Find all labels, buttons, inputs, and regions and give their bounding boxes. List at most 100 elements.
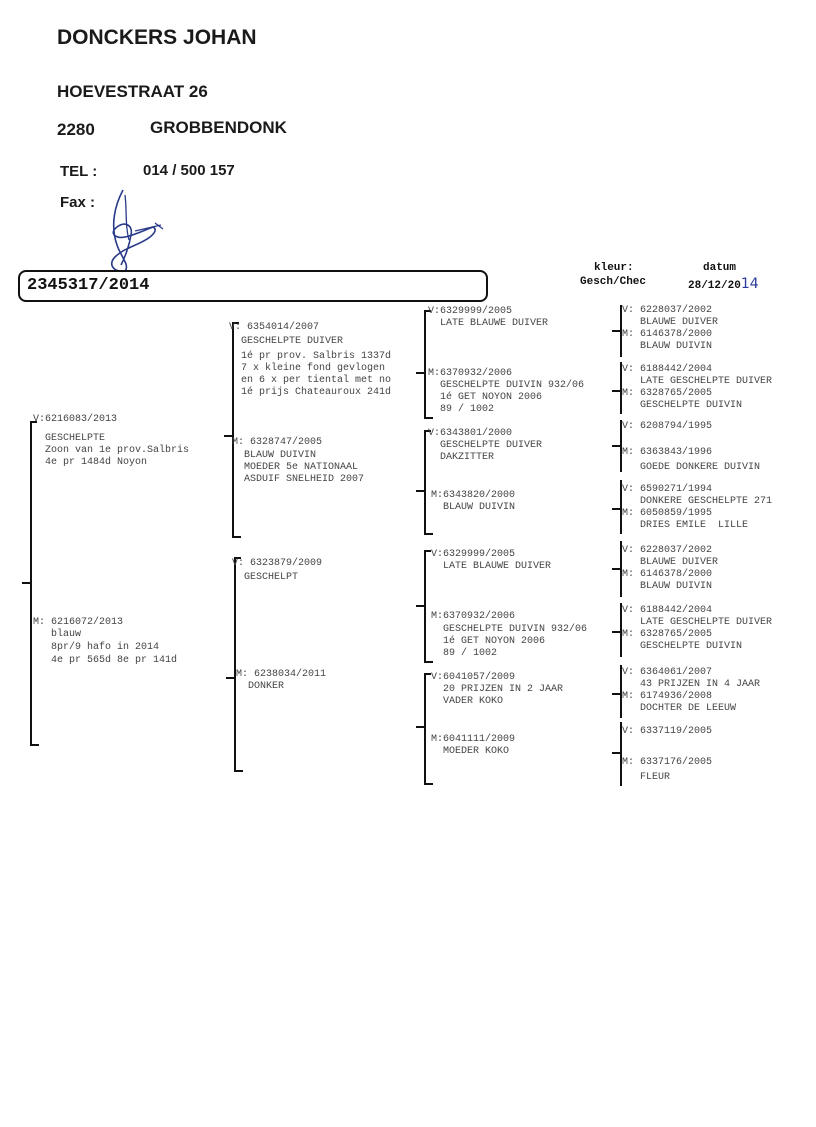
gen3-ancestor-info: 1é GET NOYON 2006	[431, 636, 546, 647]
bracket-tick	[232, 322, 239, 324]
gen4-ancestors-info: BLAUWE DUIVER	[622, 317, 719, 328]
bracket-line	[620, 420, 622, 472]
bracket-line	[620, 603, 622, 657]
gen4-ancestors-info: M: 6146378/2000	[622, 569, 713, 580]
gen4-ancestors-info: GESCHELPTE DUIVIN	[622, 400, 743, 411]
bracket-connector	[416, 605, 424, 607]
gen4-ancestors-ring: V: 6208794/1995	[622, 421, 713, 432]
gen3-ancestor-ring: V:6329999/2005	[428, 306, 513, 317]
fax-label: Fax :	[60, 194, 96, 211]
dam-info: 8pr/9 hafo in 2014	[33, 642, 160, 653]
gen4-ancestors-ring: V: 6228037/2002	[622, 305, 713, 316]
gen4-ancestors-info: 43 PRIJZEN IN 4 JAAR	[622, 679, 761, 690]
bracket-connector	[612, 752, 620, 754]
gen3-ancestor-info: 1é GET NOYON 2006	[428, 392, 543, 403]
bracket-connector	[612, 568, 620, 570]
gen4-ancestors-ring: V: 6228037/2002	[622, 545, 713, 556]
gen3-ancestor-info: GESCHELPTE DUIVIN 932/06	[428, 380, 585, 391]
gen4-ancestors-info: M: 6328765/2005	[622, 388, 713, 399]
gen4-ancestors-info: GESCHELPTE DUIVIN	[622, 641, 743, 652]
sire-info: 4e pr 1484d Noyon	[33, 457, 148, 468]
bracket-line	[620, 480, 622, 534]
gen4-ancestors-ring: V: 6337119/2005	[622, 726, 713, 737]
bracket-tick	[424, 430, 431, 432]
date-label: datum	[703, 262, 737, 274]
gen4-ancestors-info: BLAUW DUIVIN	[622, 341, 713, 352]
bracket-connector	[612, 693, 620, 695]
tel-number: 014 / 500 157	[143, 162, 235, 179]
sire-dam-info: MOEDER 5e NATIONAAL	[232, 462, 359, 473]
bracket-connector	[612, 508, 620, 510]
bracket-tick	[424, 783, 433, 785]
sire-ring: V:6216083/2013	[33, 414, 118, 425]
bracket-connector	[416, 372, 424, 374]
gen4-ancestors-info: DOCHTER DE LEEUW	[622, 703, 737, 714]
gen4-ancestors-info: M: 6174936/2008	[622, 691, 713, 702]
bracket-line	[620, 665, 622, 718]
owner-street: HOEVESTRAAT 26	[57, 82, 208, 101]
bracket-tick	[30, 744, 39, 746]
bracket-line	[424, 310, 426, 419]
gen4-ancestors-info: DRIES EMILE LILLE	[622, 520, 749, 531]
bracket-line	[424, 550, 426, 663]
gen3-ancestor-info: MOEDER KOKO	[431, 746, 510, 757]
bracket-connector	[224, 435, 232, 437]
dam-ring: M: 6216072/2013	[33, 617, 124, 628]
gen4-ancestors-info: M: 6328765/2005	[622, 629, 713, 640]
bracket-tick	[30, 421, 37, 423]
sire-info: GESCHELPTE	[33, 433, 106, 444]
gen3-ancestor-info: GESCHELPTE DUIVIN 932/06	[431, 624, 588, 635]
gen4-ancestors-info: M: 6337176/2005	[622, 757, 713, 768]
bracket-tick	[424, 310, 431, 312]
date-handwritten: 14	[740, 276, 759, 292]
gen3-ancestor-ring: V:6041057/2009	[431, 672, 516, 683]
gen3-ancestor-info: LATE BLAUWE DUIVER	[431, 561, 552, 572]
sire-sire-info: 1é prijs Chateauroux 241d	[229, 387, 392, 398]
gen3-ancestor-ring: M:6041111/2009	[431, 734, 516, 745]
gen4-ancestors-info: DONKERE GESCHELPTE 271	[622, 496, 773, 507]
owner-city: GROBBENDONK	[150, 118, 287, 137]
date-printed: 28/12/20	[688, 280, 741, 292]
bracket-tick	[424, 417, 433, 419]
owner-name: DONCKERS JOHAN	[57, 26, 257, 49]
gen4-ancestors-info: BLAUW DUIVIN	[622, 581, 713, 592]
gen3-ancestor-ring: M:6370932/2006	[428, 368, 513, 379]
gen4-ancestors-info: M: 6050859/1995	[622, 508, 713, 519]
bracket-connector	[612, 390, 620, 392]
dam-dam-info: DONKER	[236, 681, 285, 692]
color-label: kleur:	[594, 262, 634, 274]
sire-info: Zoon van 1e prov.Salbris	[33, 445, 190, 456]
gen4-ancestors-info: M: 6146378/2000	[622, 329, 713, 340]
bracket-connector	[612, 445, 620, 447]
bracket-line	[620, 722, 622, 786]
gen3-ancestor-info: 20 PRIJZEN IN 2 JAAR	[431, 684, 564, 695]
bracket-connector	[22, 582, 30, 584]
color-value: Gesch/Chec	[580, 276, 647, 288]
gen3-ancestor-ring: M:6370932/2006	[431, 611, 516, 622]
gen4-ancestors-info: LATE GESCHELPTE DUIVER	[622, 617, 773, 628]
bracket-line	[232, 322, 234, 538]
bracket-tick	[234, 557, 241, 559]
gen4-ancestors-info: BLAUWE DUIVER	[622, 557, 719, 568]
bracket-connector	[226, 677, 234, 679]
gen3-ancestor-ring: V:6343801/2000	[428, 428, 513, 439]
bracket-line	[620, 362, 622, 414]
bracket-tick	[424, 673, 431, 675]
gen4-ancestors-ring: V: 6188442/2004	[622, 605, 713, 616]
tel-label: TEL :	[60, 163, 98, 180]
sire-sire-info: 7 x kleine fond gevlogen	[229, 363, 386, 374]
sire-dam-ring: M: 6328747/2005	[232, 437, 323, 448]
dam-dam-ring: M: 6238034/2011	[236, 669, 327, 680]
sire-dam-info: ASDUIF SNELHEID 2007	[232, 474, 365, 485]
gen3-ancestor-info: VADER KOKO	[431, 696, 504, 707]
bracket-connector	[612, 631, 620, 633]
signature	[110, 189, 164, 273]
gen4-ancestors-ring: V: 6364061/2007	[622, 667, 713, 678]
bracket-line	[620, 305, 622, 357]
gen3-ancestor-info: DAKZITTER	[428, 452, 495, 463]
bracket-connector	[612, 330, 620, 332]
sire-dam-info: BLAUW DUIVIN	[232, 450, 317, 461]
bracket-line	[424, 430, 426, 535]
dam-sire-info: GESCHELPT	[232, 572, 299, 583]
gen3-ancestor-info: GESCHELPTE DUIVER	[428, 440, 543, 451]
